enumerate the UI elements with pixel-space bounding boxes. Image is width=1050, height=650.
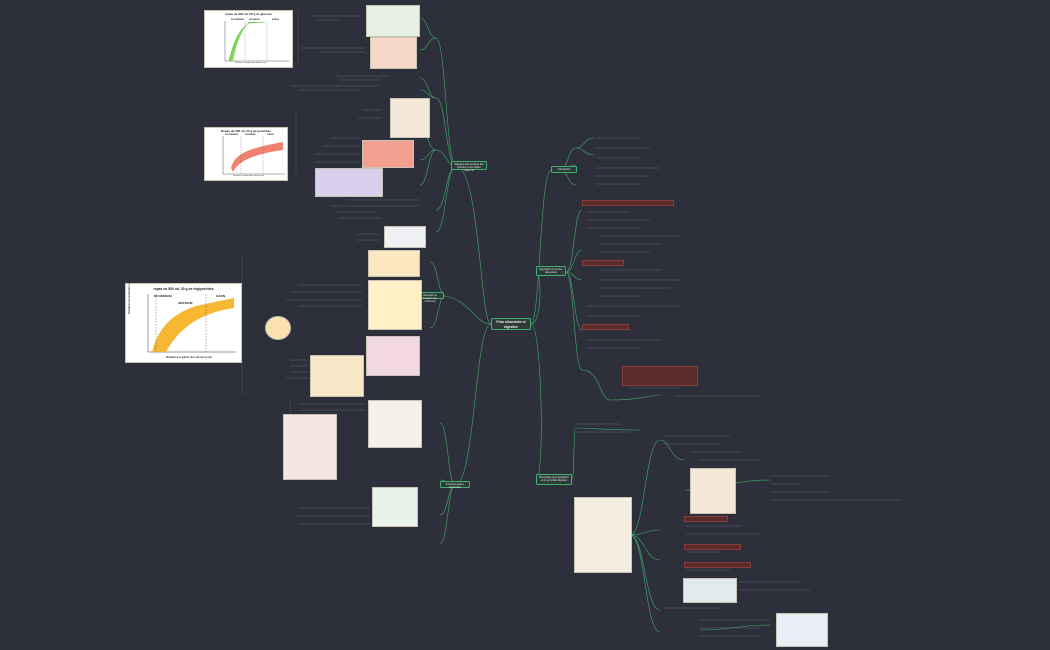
illustration-smooth-muscle	[776, 613, 828, 647]
branch-right-low[interactable]: Physiologie de la déglutition et de la m…	[536, 474, 572, 485]
chart-glucose: repas de 500 mL 50 g de glucose DUODÉNUM…	[204, 10, 293, 68]
illustration-epithelium	[366, 336, 420, 376]
branch-lower-left-label: Fonctions gastro-intestinales	[445, 483, 465, 489]
illustration-gi-hormones	[574, 497, 632, 573]
highlight-block-6	[684, 544, 741, 550]
highlight-block-4	[622, 366, 698, 386]
chart-lipid-seg-ile: ILÉON	[216, 294, 226, 298]
illustration-neural	[372, 487, 418, 527]
highlight-block-2	[582, 260, 624, 266]
illustration-stomach	[390, 98, 430, 138]
branch-right-top-label: Introduction	[557, 168, 571, 171]
branch-right-top[interactable]: Introduction	[551, 166, 577, 173]
highlight-block-5	[684, 516, 728, 522]
illustration-absorption	[368, 280, 422, 330]
illustration-villi	[370, 37, 417, 69]
illustration-digestion-1	[366, 5, 420, 37]
chart-glucose-seg-jej: JÉJUNUM	[249, 19, 260, 21]
chart-protein-xlabel: Distance à partir des dents (cm)	[233, 175, 265, 177]
chart-protein-title: Repas de 500 mL 25 g de protéines	[221, 129, 271, 133]
chart-glucose-xlabel: Distance à partir des dents (cm)	[235, 62, 267, 64]
illustration-cell	[265, 316, 291, 340]
branch-lower-left[interactable]: Fonctions gastro-intestinales	[440, 481, 470, 489]
illustration-gi-tract	[368, 400, 422, 448]
chart-protein: Repas de 500 mL 25 g de protéines DUODÉN…	[204, 127, 288, 181]
chart-glucose-seg-duo: DUODÉNUM	[231, 19, 244, 21]
highlight-block-7	[684, 562, 751, 568]
root-node[interactable]: Prise alimentaire et digestion	[491, 318, 531, 330]
branch-right-mid[interactable]: Régulation de la prise alimentaire	[536, 266, 566, 276]
chart-protein-seg-duo: DUODÉNUM	[225, 134, 238, 136]
root-title: Prise alimentaire et digestion	[496, 320, 526, 329]
chart-protein-plot	[222, 136, 285, 175]
illustration-motility-wave	[683, 578, 737, 603]
chart-glucose-title: repas de 500 mL 50 g de glucose	[225, 12, 272, 16]
illustration-bars	[310, 355, 364, 397]
illustration-enzymes	[362, 140, 414, 168]
chart-protein-seg-ile: ILÉON	[267, 134, 274, 136]
highlight-block-3	[582, 324, 629, 330]
illustration-swallowing	[690, 468, 736, 514]
illustration-table	[384, 226, 426, 248]
illustration-pathway	[315, 168, 383, 197]
chart-lipid-plot	[147, 294, 236, 353]
chart-glucose-seg-ile: ILÉON	[272, 19, 279, 21]
branch-left-mid-label: Absorption et transport des nutriments	[422, 294, 438, 303]
illustration-liver	[368, 250, 420, 277]
illustration-intestine-section	[283, 414, 337, 480]
chart-lipid-seg-duo: DUODÉNUM	[154, 294, 172, 298]
branch-upper-left-label: Digestion intra-luminale des glucides et…	[454, 163, 484, 172]
chart-lipid-seg-jej: JÉJUNUM	[178, 301, 193, 305]
branch-right-low-label: Physiologie de la déglutition et de la m…	[539, 476, 569, 482]
chart-lipid: repas de 500 mL 30 g de triglycérides DU…	[125, 268, 242, 363]
chart-protein-seg-jej: JÉJUNUM	[245, 134, 256, 136]
chart-lipid-xlabel: Distance à partir des dents (cm)	[166, 355, 212, 359]
chart-lipid-title: repas de 500 mL 30 g de triglycérides	[153, 287, 214, 291]
branch-upper-left[interactable]: Digestion intra-luminale des glucides et…	[451, 161, 487, 172]
chart-glucose-plot	[224, 21, 289, 62]
highlight-block-1	[582, 200, 674, 206]
branch-right-mid-label: Régulation de la prise alimentaire	[539, 268, 563, 274]
